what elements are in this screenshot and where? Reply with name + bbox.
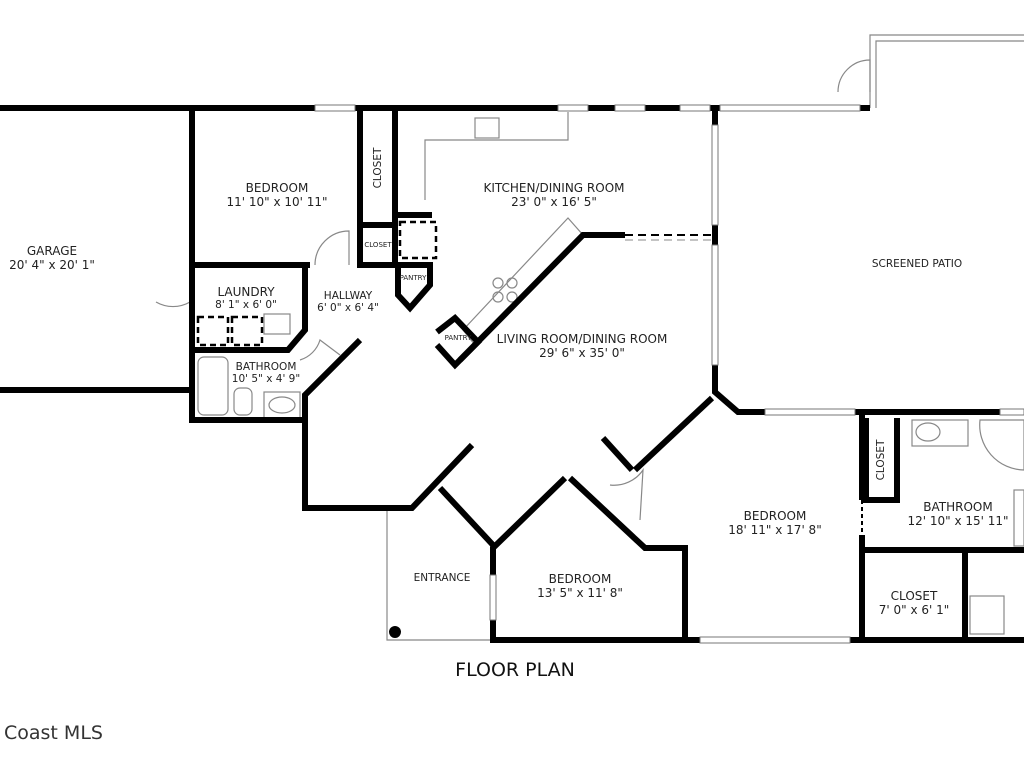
room-pantry-2: PANTRY xyxy=(444,334,472,342)
room-size: 11' 10" x 10' 11" xyxy=(226,195,328,209)
room-size: 8' 1" x 6' 0" xyxy=(215,299,277,311)
room-patio: SCREENED PATIO xyxy=(871,258,963,270)
room-name: CLOSET xyxy=(890,589,938,603)
room-name: BEDROOM xyxy=(548,572,612,586)
fixtures xyxy=(155,34,1024,641)
room-size: 12' 10" x 15' 11" xyxy=(907,514,1009,528)
room-name: KITCHEN/DINING ROOM xyxy=(483,181,625,195)
room-name: BATHROOM xyxy=(235,361,297,373)
room-size: 7' 0" x 6' 1" xyxy=(878,603,950,617)
watermark: Coast MLS xyxy=(4,722,103,744)
room-pantry-1: PANTRY xyxy=(399,274,427,282)
room-closet-small: CLOSET xyxy=(364,241,392,249)
room-name: BATHROOM xyxy=(923,500,993,514)
room-size: 10' 5" x 4' 9" xyxy=(231,373,301,385)
room-size: 13' 5" x 11' 8" xyxy=(537,586,623,600)
room-size: 6' 0" x 6' 4" xyxy=(317,302,379,314)
room-name: BEDROOM xyxy=(245,181,309,195)
room-name: BEDROOM xyxy=(743,509,807,523)
room-name: LIVING ROOM/DINING ROOM xyxy=(496,332,668,346)
room-name: HALLWAY xyxy=(323,290,373,302)
room-size: 29' 6" x 35' 0" xyxy=(539,346,625,360)
room-entrance: ENTRANCE xyxy=(413,572,471,584)
room-closet-master: CLOSET xyxy=(875,439,887,481)
room-closet-top: CLOSET xyxy=(372,147,384,189)
windows xyxy=(314,104,1024,644)
room-size: 18' 11" x 17' 8" xyxy=(728,523,822,537)
room-name: LAUNDRY xyxy=(217,285,275,299)
room-name: GARAGE xyxy=(26,244,78,258)
plan-title: FLOOR PLAN xyxy=(455,659,575,681)
room-size: 20' 4" x 20' 1" xyxy=(9,258,95,272)
room-size: 23' 0" x 16' 5" xyxy=(511,195,597,209)
